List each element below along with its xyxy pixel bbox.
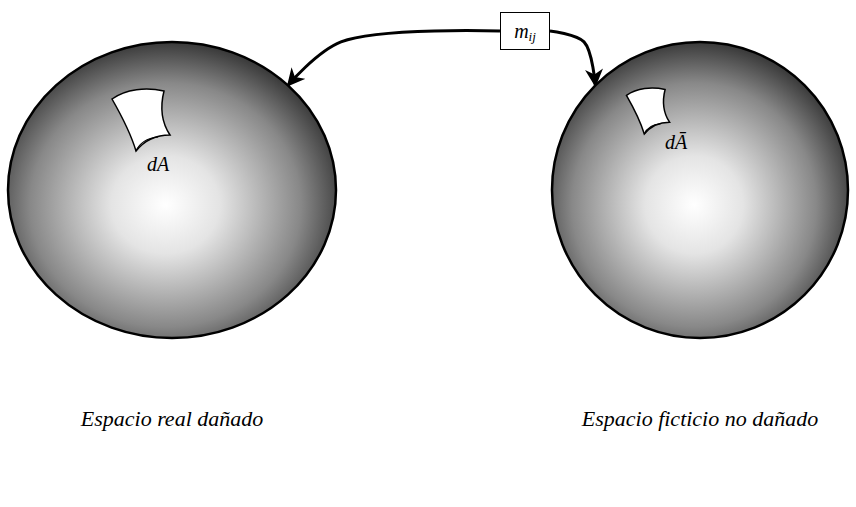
region-ellipse — [552, 42, 848, 338]
region-outline — [6, 40, 338, 340]
area-element: dĀ — [622, 85, 674, 167]
node-text: m — [514, 20, 528, 43]
surface-patch — [106, 85, 176, 155]
area-label: dA — [147, 153, 169, 176]
patch-curl — [136, 137, 158, 151]
patch-curl — [644, 124, 660, 134]
patch-outline — [112, 89, 170, 151]
mapping-arrow — [550, 31, 595, 85]
region-ellipse — [8, 42, 336, 338]
patch-outline — [626, 88, 669, 134]
matrix-box: mij — [500, 12, 550, 50]
mapping-arrow — [288, 31, 500, 86]
surface-patch — [622, 85, 674, 137]
node-text: ij — [529, 29, 536, 45]
region-outline — [550, 40, 850, 340]
space-region: Espacio ficticio no dañadodĀ — [550, 40, 850, 340]
region-caption: Espacio real dañado — [81, 406, 264, 432]
area-label: dĀ — [665, 131, 687, 154]
space-region: Espacio real dañadodA — [6, 40, 338, 340]
region-caption: Espacio ficticio no dañado — [582, 406, 818, 432]
area-element: dA — [106, 85, 176, 185]
